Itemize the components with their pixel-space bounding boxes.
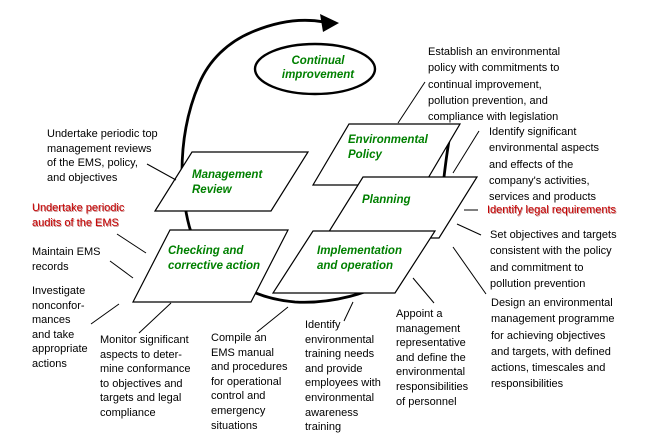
stage-label-planning: Planning: [362, 194, 411, 206]
note-appoint-representative: Appoint a management representative and …: [396, 308, 469, 408]
note-establish-policy: Establish an environmental policy with c…: [428, 46, 561, 124]
leader-line: [412, 277, 435, 304]
leader-lines: [90, 81, 487, 334]
leader-line: [256, 306, 289, 333]
leader-line: [397, 81, 426, 124]
leader-line: [343, 301, 354, 322]
note-periodic-audits: Undertake periodic audits of the EMS: [32, 202, 125, 229]
implementation-shape: [271, 230, 437, 294]
stage-label-implementation: Implementation and operation: [317, 245, 402, 272]
checking-shape: [132, 229, 289, 303]
leader-line: [116, 233, 147, 254]
leader-line: [452, 130, 480, 174]
stage-label-management-review: Management Review: [192, 169, 263, 196]
note-investigate-nonconformances: Investigate nonconfor- mances and take a…: [32, 285, 88, 370]
note-maintain-records: Maintain EMS records: [32, 246, 101, 273]
note-top-management-reviews: Undertake periodic top management review…: [47, 128, 158, 184]
stage-label-continual-improvement: Continual improvement: [281, 55, 355, 81]
note-training-needs: Identify environmental training needs an…: [305, 319, 381, 434]
management-review-shape: [153, 151, 310, 212]
leader-line: [456, 223, 482, 236]
cycle-arrowhead-icon: [320, 14, 339, 32]
note-set-objectives: Set objectives and targets consistent wi…: [490, 229, 617, 290]
leader-line: [109, 260, 134, 279]
note-design-programme: Design an environmental management progr…: [491, 297, 615, 391]
stage-label-environmental-policy: Environmental Policy: [348, 134, 428, 161]
note-legal-requirements: Identify legal requirements: [487, 204, 617, 216]
note-monitor-aspects: Monitor significant aspects to deter- mi…: [100, 334, 191, 419]
note-compile-manual: Compile an EMS manual and procedures for…: [211, 332, 288, 432]
stage-label-checking: Checking and corrective action: [168, 245, 261, 272]
planning-shape: [323, 176, 479, 239]
leader-line: [138, 302, 172, 334]
continual-improvement-ellipse: [253, 42, 377, 96]
note-identify-aspects: Identify significant environmental aspec…: [489, 126, 600, 204]
leader-line: [146, 163, 177, 181]
leader-line: [452, 246, 487, 295]
leader-line: [90, 303, 120, 325]
